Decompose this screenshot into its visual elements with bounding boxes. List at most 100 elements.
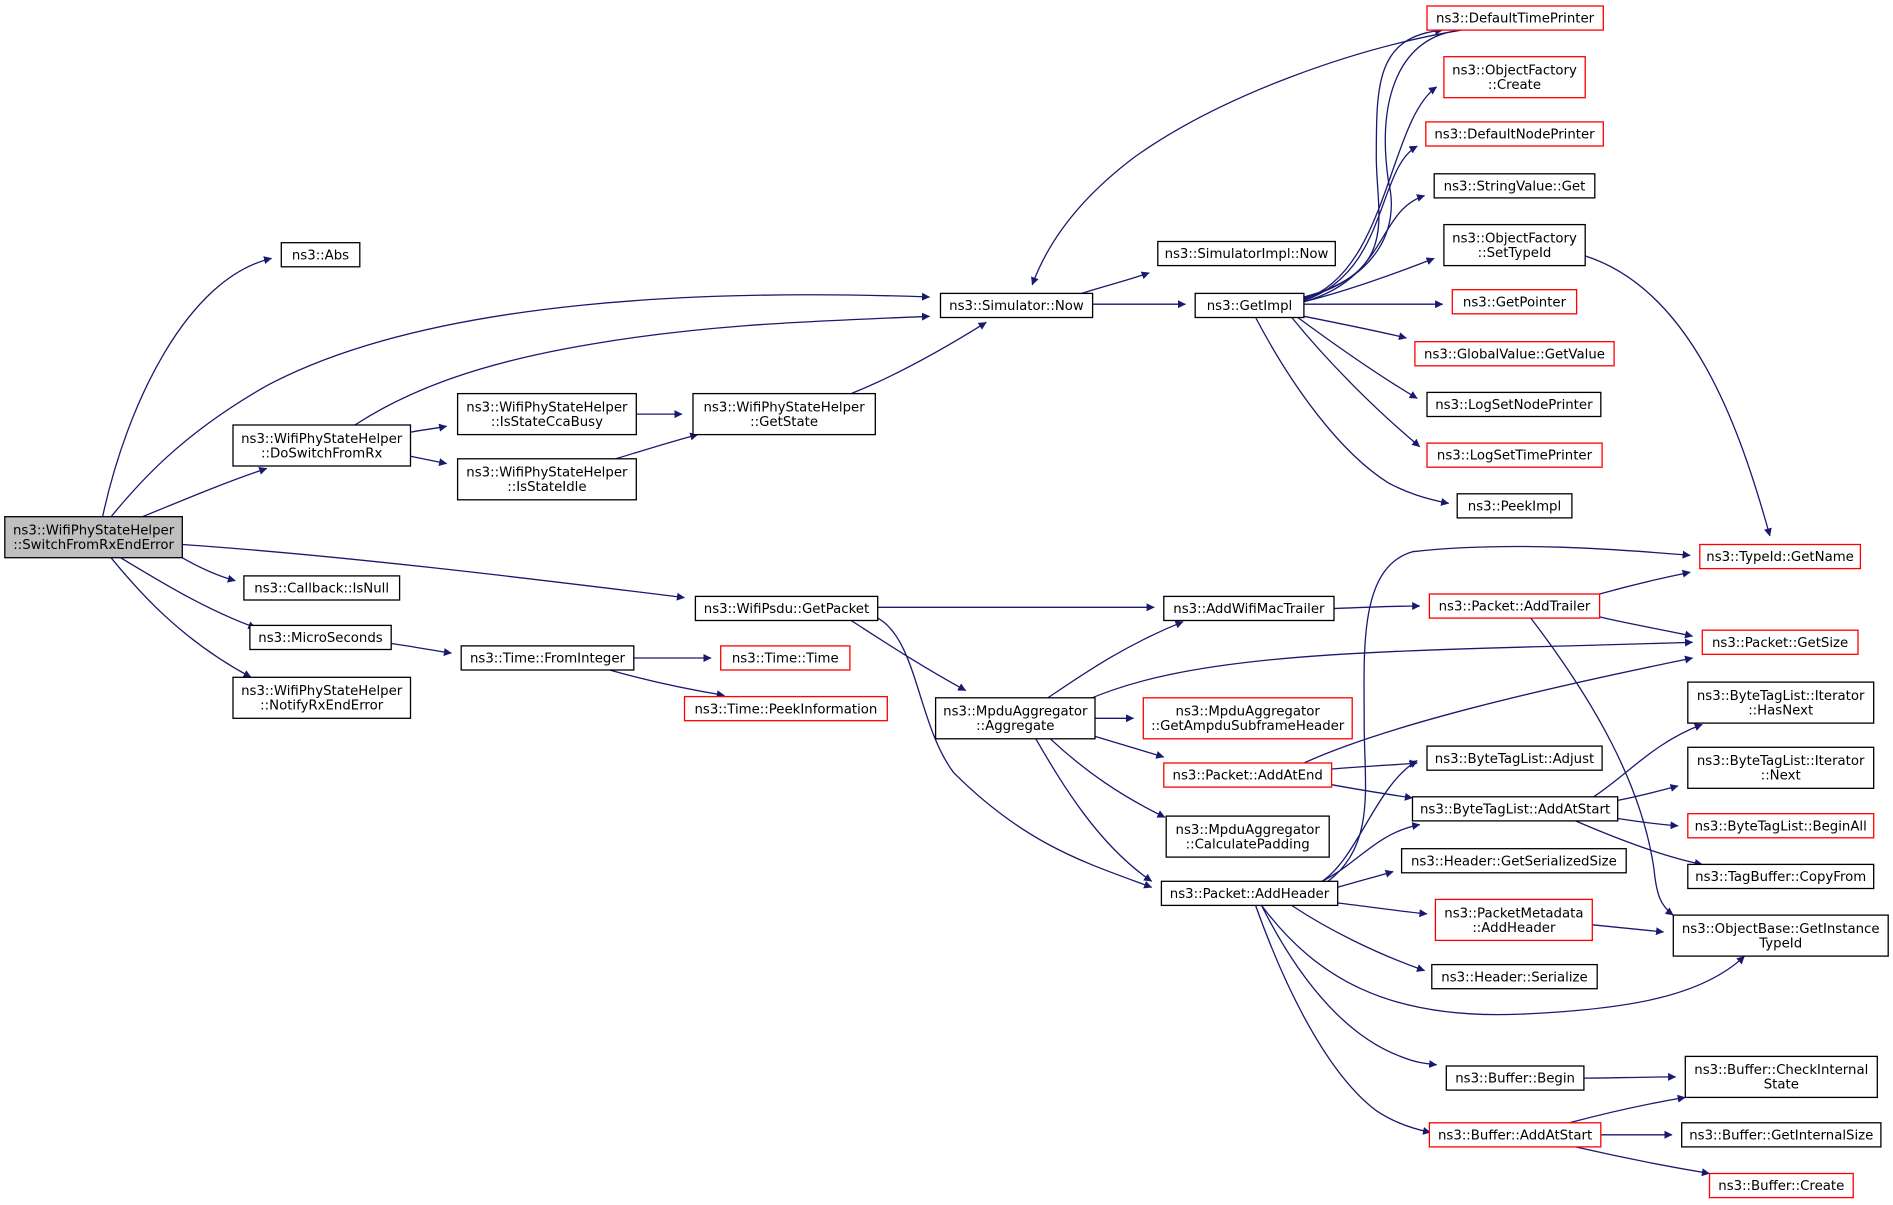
edge-switch-from-rx-end-error-to-simulator-now — [110, 292, 930, 518]
node-time-from-integer[interactable]: ns3::Time::FromInteger — [460, 645, 635, 671]
node-box — [1445, 1065, 1585, 1091]
node-is-state-cca-busy[interactable]: ns3::WifiPhyStateHelper::IsStateCcaBusy — [456, 392, 637, 436]
node-label: ns3::Packet::AddTrailer — [1439, 600, 1591, 615]
edge-packet-add-header-to-header-serialize — [1291, 904, 1425, 972]
node-is-state-idle[interactable]: ns3::WifiPhyStateHelper::IsStateIdle — [456, 458, 637, 501]
node-box — [1687, 746, 1875, 789]
edge-mpdu-aggregate-to-packet-add-header — [1035, 738, 1153, 882]
node-mpdu-aggregate[interactable]: ns3::MpduAggregator::Aggregate — [934, 697, 1096, 740]
node-get-state[interactable]: ns3::WifiPhyStateHelper::GetState — [692, 392, 876, 436]
node-box — [1443, 223, 1586, 267]
node-box — [1414, 341, 1615, 367]
node-label: ns3::SimulatorImpl::Now — [1165, 247, 1329, 262]
edge-simulator-now-to-simulator-impl-now — [1081, 271, 1150, 295]
node-label: ::Aggregate — [976, 719, 1054, 734]
edge-arrow — [1583, 1072, 1677, 1081]
node-iterator-next[interactable]: ns3::ByteTagList::Iterator::Next — [1687, 746, 1875, 789]
node-packet-add-at-end[interactable]: ns3::Packet::AddAtEnd — [1163, 762, 1333, 788]
node-label: ::SwitchFromRxEndError — [13, 538, 174, 553]
node-tag-buffer-copy-from[interactable]: ns3::TagBuffer::CopyFrom — [1687, 863, 1875, 890]
node-get-ampdu-subframe-header[interactable]: ns3::MpduAggregator::GetAmpduSubframeHea… — [1142, 697, 1353, 740]
edge-arrow — [142, 467, 268, 518]
node-label: ::SetTypeId — [1478, 246, 1552, 261]
edge-do-switch-from-rx-to-is-state-cca-busy — [410, 423, 448, 433]
node-label: ns3::WifiPhyStateHelper — [704, 400, 866, 415]
edge-arrow — [1593, 723, 1703, 798]
edge-packet-add-trailer-to-type-id-get-name — [1599, 569, 1691, 595]
node-string-value-get[interactable]: ns3::StringValue::Get — [1433, 173, 1596, 199]
edge-switch-from-rx-end-error-to-notify-rx-end-error — [110, 557, 252, 678]
node-box — [1699, 543, 1862, 570]
edge-arrow — [410, 455, 448, 467]
node-packet-add-trailer[interactable]: ns3::Packet::AddTrailer — [1428, 593, 1601, 619]
node-get-impl[interactable]: ns3::GetImpl — [1194, 292, 1305, 319]
node-get-pointer[interactable]: ns3::GetPointer — [1451, 289, 1578, 315]
edge-arrow — [1584, 255, 1772, 537]
node-calculate-padding[interactable]: ns3::MpduAggregator::CalculatePadding — [1165, 815, 1330, 858]
node-buffer-add-at-start[interactable]: ns3::Buffer::AddAtStart — [1428, 1122, 1602, 1148]
node-default-time-printer[interactable]: ns3::DefaultTimePrinter — [1426, 5, 1604, 31]
edge-arrow — [1333, 602, 1421, 611]
node-wifi-psdu-get-packet[interactable]: ns3::WifiPsdu::GetPacket — [694, 595, 879, 622]
node-abs[interactable]: ns3::Abs — [280, 242, 361, 268]
node-micro-seconds[interactable]: ns3::MicroSeconds — [249, 624, 392, 651]
edge-get-impl-to-string-value-get — [1303, 194, 1425, 303]
node-time-time[interactable]: ns3::Time::Time — [720, 645, 851, 671]
edge-packet-add-trailer-to-object-base-get-instance-type-id — [1530, 617, 1674, 916]
edge-micro-seconds-to-time-from-integer — [391, 642, 452, 656]
edge-packet-add-header-to-object-base-get-instance-type-id — [1261, 905, 1745, 1016]
node-box — [1411, 796, 1619, 822]
node-object-factory-create[interactable]: ns3::ObjectFactory::Create — [1443, 56, 1586, 99]
edge-byte-tag-list-add-at-start-to-iterator-next — [1617, 784, 1679, 802]
node-time-peek-information[interactable]: ns3::Time::PeekInformation — [683, 695, 888, 722]
node-log-set-node-printer[interactable]: ns3::LogSetNodePrinter — [1426, 391, 1602, 418]
node-box — [232, 676, 412, 719]
node-box — [939, 292, 1094, 319]
node-byte-tag-list-adjust[interactable]: ns3::ByteTagList::Adjust — [1426, 745, 1603, 771]
node-peek-impl[interactable]: ns3::PeekImpl — [1456, 493, 1573, 519]
node-box — [1687, 681, 1875, 724]
node-iterator-has-next[interactable]: ns3::ByteTagList::Iterator::HasNext — [1687, 681, 1875, 724]
edge-arrow — [1303, 315, 1407, 341]
node-header-get-serialized-size[interactable]: ns3::Header::GetSerializedSize — [1400, 848, 1627, 874]
node-object-factory-set-type-id[interactable]: ns3::ObjectFactory::SetTypeId — [1443, 223, 1586, 267]
node-add-wifi-mac-trailer[interactable]: ns3::AddWifiMacTrailer — [1163, 595, 1335, 622]
node-buffer-begin[interactable]: ns3::Buffer::Begin — [1445, 1065, 1585, 1091]
edge-arrow — [182, 543, 685, 601]
node-label: ns3::ObjectFactory — [1452, 64, 1577, 79]
node-log-set-time-printer[interactable]: ns3::LogSetTimePrinter — [1426, 442, 1603, 468]
node-label: ::IsStateIdle — [507, 480, 586, 495]
node-simulator-impl-now[interactable]: ns3::SimulatorImpl::Now — [1157, 240, 1336, 267]
node-buffer-get-internal-size[interactable]: ns3::Buffer::GetInternalSize — [1681, 1122, 1882, 1148]
node-packet-get-size[interactable]: ns3::Packet::GetSize — [1701, 629, 1859, 655]
node-box — [243, 575, 401, 601]
node-buffer-create[interactable]: ns3::Buffer::Create — [1708, 1172, 1854, 1199]
edge-get-impl-to-object-factory-create — [1303, 86, 1438, 301]
node-packet-add-header[interactable]: ns3::Packet::AddHeader — [1160, 880, 1339, 907]
node-label: ::CalculatePadding — [1186, 838, 1310, 853]
node-box — [934, 697, 1096, 740]
node-simulator-now[interactable]: ns3::Simulator::Now — [939, 292, 1094, 319]
node-global-value-get-value[interactable]: ns3::GlobalValue::GetValue — [1414, 341, 1615, 367]
node-default-node-printer[interactable]: ns3::DefaultNodePrinter — [1425, 121, 1604, 147]
node-label: ::GetAmpduSubframeHeader — [1151, 719, 1345, 734]
node-notify-rx-end-error[interactable]: ns3::WifiPhyStateHelper::NotifyRxEndErro… — [232, 676, 412, 719]
node-box — [694, 595, 879, 622]
node-byte-tag-list-add-at-start[interactable]: ns3::ByteTagList::AddAtStart — [1411, 796, 1619, 822]
node-do-switch-from-rx[interactable]: ns3::WifiPhyStateHelper::DoSwitchFromRx — [232, 424, 412, 467]
node-label: ns3::Header::GetSerializedSize — [1411, 854, 1617, 869]
node-label: ns3::DefaultNodePrinter — [1434, 128, 1595, 143]
node-packet-metadata-add-header[interactable]: ns3::PacketMetadata::AddHeader — [1434, 898, 1593, 942]
node-type-id-get-name[interactable]: ns3::TypeId::GetName — [1699, 543, 1862, 570]
node-box — [1428, 593, 1601, 619]
node-box — [249, 624, 392, 651]
node-box — [1194, 292, 1305, 319]
edge-packet-add-header-to-header-get-serialized-size — [1337, 869, 1394, 888]
edge-arrow — [1047, 620, 1184, 699]
node-label: ns3::MpduAggregator — [943, 705, 1088, 720]
node-byte-tag-list-begin-all[interactable]: ns3::ByteTagList::BeginAll — [1687, 813, 1875, 839]
node-header-serialize[interactable]: ns3::Header::Serialize — [1431, 963, 1598, 990]
node-callback-is-null[interactable]: ns3::Callback::IsNull — [243, 575, 401, 601]
